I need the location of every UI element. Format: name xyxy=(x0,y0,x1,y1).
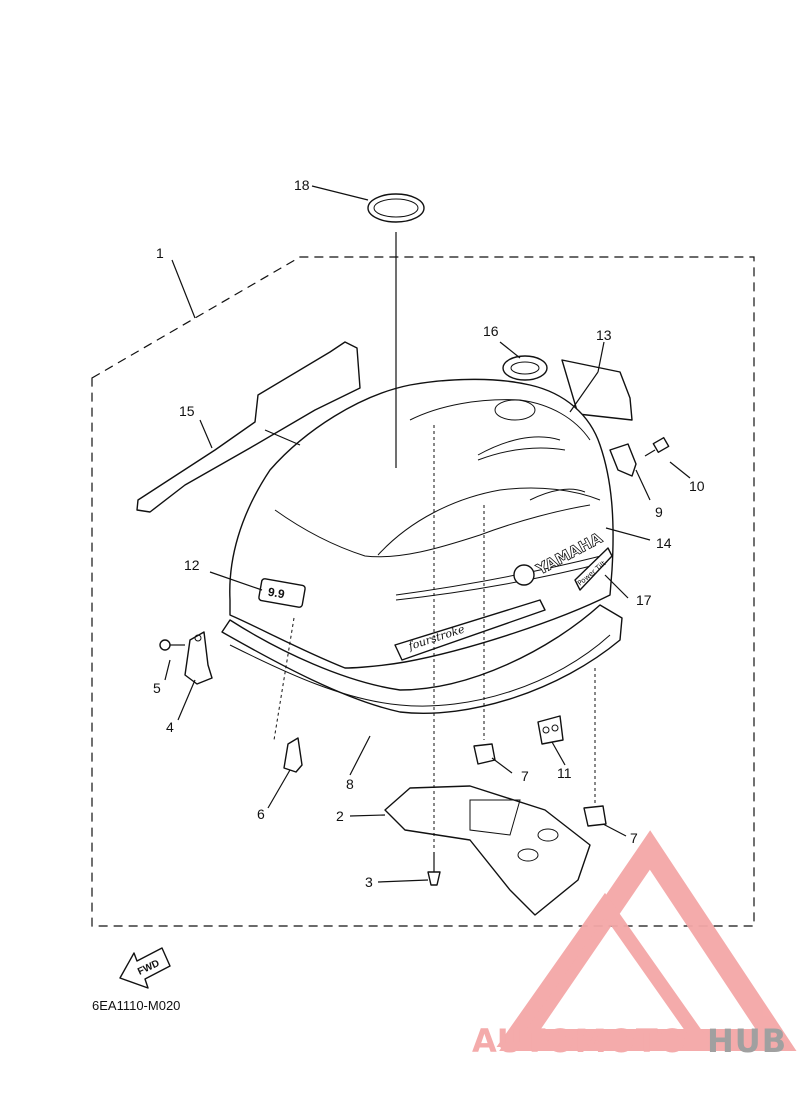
part-8-seal xyxy=(221,604,623,714)
callout-16: 16 xyxy=(483,323,499,339)
align-line-hook xyxy=(273,617,295,741)
callout-14: 14 xyxy=(656,535,672,551)
callout-5: 5 xyxy=(153,680,161,696)
callout-10: 10 xyxy=(689,478,705,494)
fwd-arrow-icon: FWD xyxy=(119,947,171,989)
yamaha-emblem-icon xyxy=(513,564,535,586)
diagram-code: 6EA1110-M020 xyxy=(92,998,180,1013)
part-18-o-ring xyxy=(367,193,425,223)
callout-15: 15 xyxy=(179,403,195,419)
leader-lines xyxy=(164,185,691,883)
part-15-strip xyxy=(136,341,361,513)
callout-4: 4 xyxy=(166,719,174,735)
callout-7b: 7 xyxy=(630,830,638,846)
part-5-screw xyxy=(159,639,185,651)
callout-11: 11 xyxy=(557,765,572,781)
part-12-model-badge: 9.9 xyxy=(258,578,306,608)
callout-6: 6 xyxy=(257,806,265,822)
watermark-logo: AUTOMOTO HUB xyxy=(472,830,797,1060)
part-2-lower-bracket xyxy=(384,785,591,916)
callout-1: 1 xyxy=(156,245,164,261)
callout-2: 2 xyxy=(336,808,344,824)
part-4-bracket xyxy=(184,631,213,685)
part-10-bolt xyxy=(644,436,670,457)
callout-12: 12 xyxy=(184,557,200,573)
part-7-clip-b xyxy=(583,805,607,827)
callout-3: 3 xyxy=(365,874,373,890)
callout-13: 13 xyxy=(596,327,612,343)
part-6-hook xyxy=(283,737,303,773)
part-3-screw xyxy=(427,852,441,886)
part-16-grommet xyxy=(502,355,548,381)
watermark-text-primary: AUTOMOTO xyxy=(472,1022,687,1060)
assembly-boundary xyxy=(91,256,755,927)
callout-9: 9 xyxy=(655,504,663,520)
part-7-clip-a xyxy=(473,743,496,765)
callout-17: 17 xyxy=(636,592,652,608)
callout-8: 8 xyxy=(346,776,354,792)
svg-text:9.9: 9.9 xyxy=(267,585,286,602)
fourstroke-decal xyxy=(394,599,546,661)
callout-18: 18 xyxy=(294,177,310,193)
part-9-hook xyxy=(609,443,637,477)
part-11-bracket xyxy=(537,715,564,745)
watermark-text-secondary: HUB xyxy=(707,1022,787,1060)
callout-7a: 7 xyxy=(521,768,529,784)
part-1-top-cowling: fourstroke YAMAHA Power Tilt 9.9 xyxy=(229,378,614,669)
power-tilt-badge xyxy=(574,547,613,591)
